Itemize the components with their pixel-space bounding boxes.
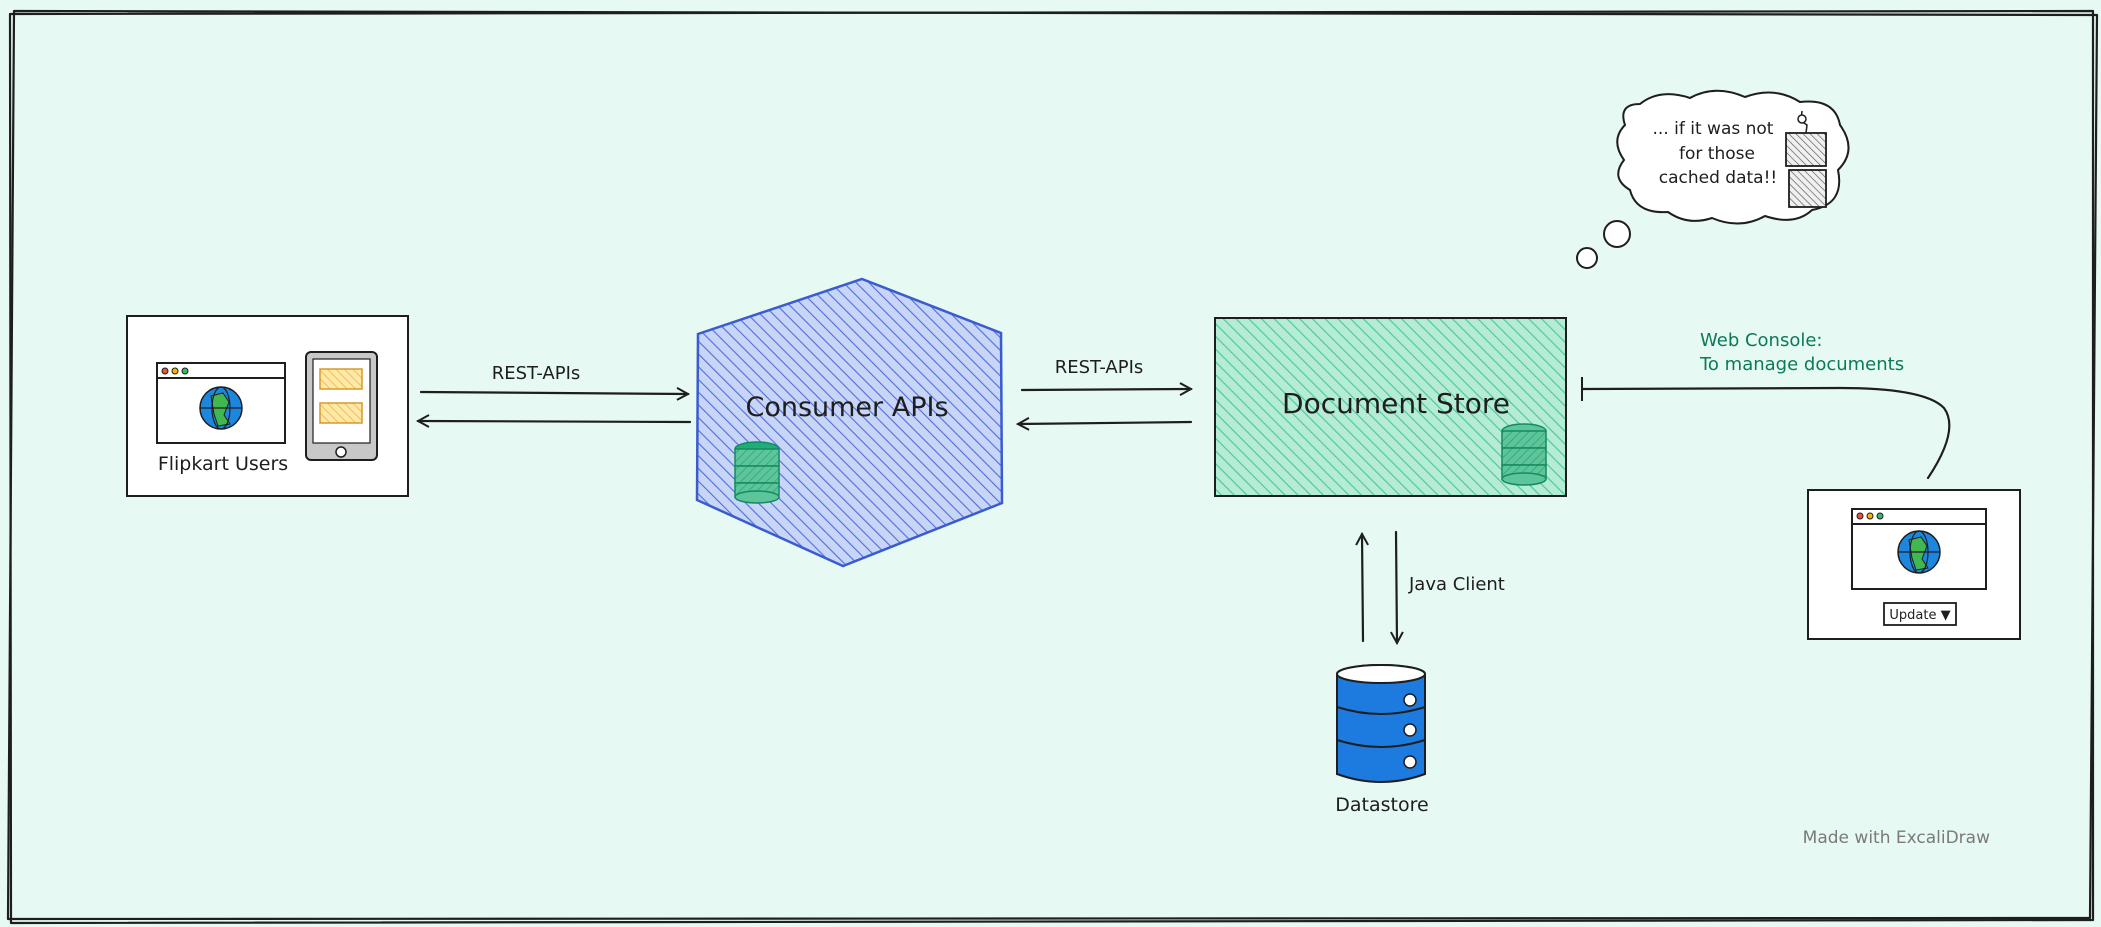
update-dropdown-button[interactable]: Update ▼ [1883,602,1957,626]
thought-line-3: cached data!! [1659,168,1777,188]
cache-boxes-icon [1785,110,1827,208]
arrow-consumer-to-users [418,421,692,422]
thought-dot-large [1603,220,1631,248]
thought-bubble: ... if it was not for those cached data!… [1576,89,1850,269]
consumer-label: Consumer APIs [745,392,948,423]
browser-globe-icon [156,362,286,444]
browser-globe-icon [1851,508,1987,590]
thought-line-1: ... if it was not [1653,119,1774,139]
console-to-store-connector [1581,386,1951,480]
store-datastore-connector: Java Client [1362,530,1505,643]
canvas-frame-inner [6,9,2099,921]
thought-dot-small [1576,247,1598,269]
document-store-node: Document Store [1214,317,1567,497]
store-label: Document Store [1282,387,1510,420]
thought-line-2: for those [1679,144,1755,164]
consumer-store-connector: REST-APIs [1018,357,1191,424]
console-title-line-1: Web Console: [1700,330,1822,351]
arrow-store-to-consumer [1018,422,1193,424]
datastore-label: Datastore [1335,794,1428,816]
consumer-apis-node: Consumer APIs [695,277,1004,568]
footer-credit: Made with ExcaliDraw [1803,828,1990,848]
users-consumer-connector: REST-APIs [418,363,692,422]
server-stack-icon [1336,664,1426,783]
database-icon [734,441,780,504]
update-button-label: Update ▼ [1889,608,1950,623]
edge-label-consumer-store: REST-APIs [1055,357,1144,378]
console-title-line-2: To manage documents [1699,354,1904,375]
users-label: Flipkart Users [158,453,288,475]
arrow-users-to-consumer [419,392,688,394]
datastore-node: Datastore [1335,664,1429,816]
users-node: Flipkart Users [126,315,409,497]
database-icon [1501,423,1547,486]
edge-label-users-consumer: REST-APIs [492,363,581,384]
arrow-consumer-to-store [1020,389,1191,390]
mobile-phone-icon [305,351,378,461]
arrow-store-to-datastore [1396,530,1397,643]
web-console-node: Web Console: To manage documents Update … [1581,330,2021,640]
arrow-datastore-to-store [1362,534,1363,643]
edge-label-java-client: Java Client [1408,574,1505,595]
